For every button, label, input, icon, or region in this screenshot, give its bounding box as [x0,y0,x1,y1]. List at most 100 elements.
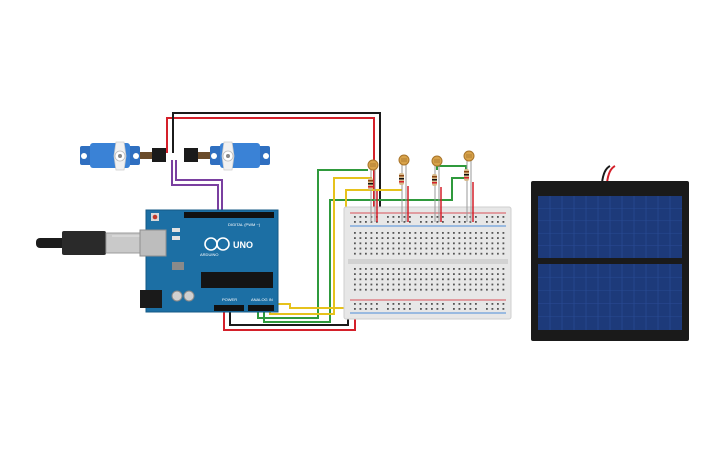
breadboard-hole[interactable] [398,288,400,291]
breadboard-hole[interactable] [370,237,373,239]
breadboard-hole[interactable] [365,247,367,250]
breadboard-hole[interactable] [475,278,477,281]
breadboard-hole[interactable] [425,221,428,223]
breadboard-hole[interactable] [491,221,494,223]
breadboard-hole[interactable] [475,283,477,286]
breadboard-hole[interactable] [502,278,505,281]
breadboard-hole[interactable] [447,232,450,234]
breadboard-hole[interactable] [431,308,433,310]
breadboard-hole[interactable] [458,273,461,275]
breadboard-hole[interactable] [381,242,384,245]
breadboard-hole[interactable] [425,216,428,218]
breadboard-hole[interactable] [497,303,499,305]
breadboard-hole[interactable] [431,283,433,286]
breadboard-hole[interactable] [370,278,373,281]
breadboard-hole[interactable] [442,288,444,291]
breadboard-hole[interactable] [392,247,395,250]
breadboard-hole[interactable] [398,221,400,223]
breadboard-hole[interactable] [497,283,499,286]
resistor-icon[interactable] [464,169,469,181]
breadboard-hole[interactable] [403,221,406,223]
breadboard-hole[interactable] [387,232,389,234]
breadboard-hole[interactable] [436,237,439,239]
breadboard-hole[interactable] [497,216,499,218]
breadboard-hole[interactable] [370,283,373,286]
breadboard-hole[interactable] [403,288,406,291]
breadboard-hole[interactable] [453,252,455,255]
breadboard-hole[interactable] [365,278,367,281]
resistor-icon[interactable] [432,174,437,186]
breadboard-hole[interactable] [376,273,378,275]
breadboard-hole[interactable] [392,278,395,281]
breadboard-hole[interactable] [354,232,356,234]
breadboard-hole[interactable] [420,247,422,250]
breadboard-hole[interactable] [486,288,488,291]
breadboard-hole[interactable] [491,288,494,291]
breadboard-hole[interactable] [425,303,428,305]
breadboard-hole[interactable] [403,216,406,218]
resistor-icon[interactable] [368,178,373,190]
breadboard-hole[interactable] [436,216,439,218]
breadboard-hole[interactable] [475,268,477,270]
breadboard-hole[interactable] [398,232,400,234]
breadboard-hole[interactable] [370,232,373,234]
breadboard-hole[interactable] [475,303,477,305]
breadboard-hole[interactable] [370,288,373,291]
breadboard-hole[interactable] [453,273,455,275]
breadboard-hole[interactable] [458,278,461,281]
breadboard-hole[interactable] [497,273,499,275]
breadboard-hole[interactable] [354,242,356,245]
breadboard-hole[interactable] [431,252,433,255]
breadboard-hole[interactable] [354,283,356,286]
breadboard-hole[interactable] [359,216,362,218]
breadboard-hole[interactable] [464,216,466,218]
breadboard-hole[interactable] [469,268,472,270]
wire-black-top[interactable] [172,112,381,222]
breadboard-hole[interactable] [436,283,439,286]
breadboard-hole[interactable] [420,237,422,239]
breadboard-hole[interactable] [486,308,488,310]
breadboard-hole[interactable] [403,278,406,281]
breadboard-hole[interactable] [376,288,378,291]
breadboard-hole[interactable] [387,268,389,270]
breadboard-hole[interactable] [442,283,444,286]
breadboard-hole[interactable] [458,283,461,286]
breadboard-hole[interactable] [398,237,400,239]
breadboard-hole[interactable] [398,268,400,270]
breadboard-hole[interactable] [381,288,384,291]
breadboard-hole[interactable] [497,221,499,223]
breadboard-hole[interactable] [420,308,422,310]
breadboard-hole[interactable] [359,252,362,255]
breadboard-hole[interactable] [431,216,433,218]
breadboard-hole[interactable] [458,288,461,291]
breadboard-hole[interactable] [458,216,461,218]
breadboard-hole[interactable] [387,308,389,310]
breadboard-hole[interactable] [431,232,433,234]
breadboard-hole[interactable] [453,221,455,223]
breadboard-hole[interactable] [502,221,505,223]
breadboard-hole[interactable] [420,283,422,286]
solar-panel[interactable] [531,165,689,341]
breadboard-hole[interactable] [425,308,428,310]
breadboard-hole[interactable] [409,221,411,223]
breadboard-hole[interactable] [359,288,362,291]
breadboard-hole[interactable] [392,308,395,310]
breadboard-hole[interactable] [403,268,406,270]
breadboard-hole[interactable] [409,273,411,275]
breadboard-hole[interactable] [381,252,384,255]
photoresistor-icon[interactable] [367,159,379,222]
breadboard-hole[interactable] [398,252,400,255]
breadboard-hole[interactable] [497,252,499,255]
breadboard-hole[interactable] [436,252,439,255]
breadboard-hole[interactable] [486,273,488,275]
breadboard-hole[interactable] [376,232,378,234]
breadboard-hole[interactable] [414,283,417,286]
breadboard-hole[interactable] [502,232,505,234]
breadboard-hole[interactable] [381,237,384,239]
breadboard-hole[interactable] [354,237,356,239]
breadboard-hole[interactable] [359,268,362,270]
breadboard-hole[interactable] [486,268,488,270]
breadboard-hole[interactable] [365,237,367,239]
breadboard-hole[interactable] [502,288,505,291]
breadboard-hole[interactable] [502,216,505,218]
